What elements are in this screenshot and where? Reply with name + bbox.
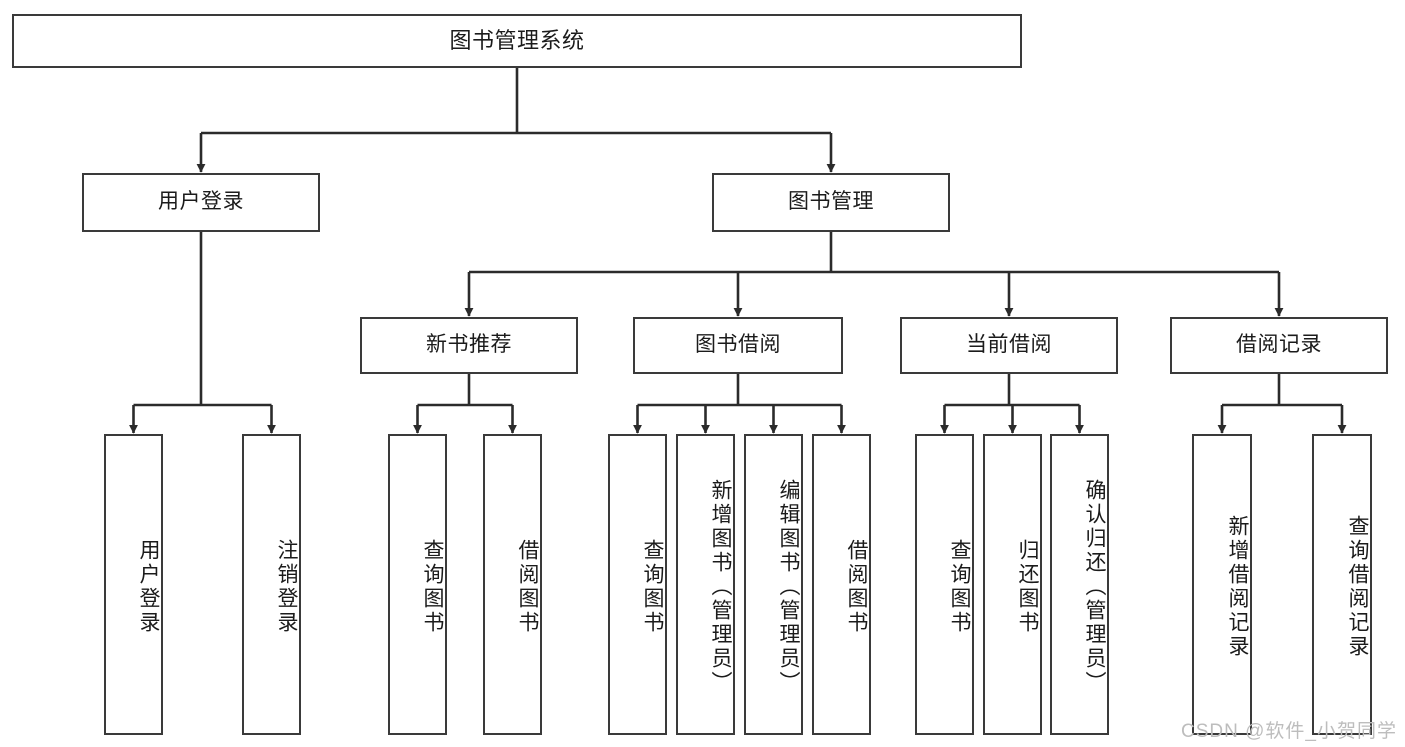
node-label: 图书借阅: [695, 333, 781, 357]
node-l_queryrec[interactable]: 查询借阅记录: [1312, 434, 1372, 735]
node-l_confirm[interactable]: 确认归还（管理员）: [1050, 434, 1109, 735]
node-label: 当前借阅: [966, 333, 1052, 357]
node-label: 用户登录: [137, 538, 160, 635]
node-l_borrow2[interactable]: 借阅图书: [812, 434, 871, 735]
node-label: 新增图书（管理员）: [709, 478, 732, 695]
node-label: 借阅图书: [845, 538, 868, 635]
node-label: 借阅图书: [516, 538, 539, 635]
node-label: 查询借阅记录: [1346, 514, 1369, 659]
node-label: 借阅记录: [1236, 333, 1322, 357]
node-l_logout[interactable]: 注销登录: [242, 434, 301, 735]
node-l_login[interactable]: 用户登录: [104, 434, 163, 735]
node-borrow[interactable]: 图书借阅: [633, 317, 843, 374]
node-label: 新增借阅记录: [1226, 514, 1249, 659]
node-label: 图书管理: [788, 190, 874, 214]
node-root[interactable]: 图书管理系统: [12, 14, 1022, 68]
node-bookmgmt[interactable]: 图书管理: [712, 173, 950, 232]
node-label: 用户登录: [158, 190, 244, 214]
node-label: 编辑图书（管理员）: [777, 478, 800, 695]
node-current[interactable]: 当前借阅: [900, 317, 1118, 374]
node-label: 归还图书: [1016, 538, 1039, 635]
node-l_edit[interactable]: 编辑图书（管理员）: [744, 434, 803, 735]
node-label: 查询图书: [421, 538, 444, 635]
node-label: 查询图书: [641, 538, 664, 635]
node-l_query3[interactable]: 查询图书: [915, 434, 974, 735]
node-label: 新书推荐: [426, 333, 512, 357]
node-label: 确认归还（管理员）: [1083, 478, 1106, 695]
node-l_query2[interactable]: 查询图书: [608, 434, 667, 735]
node-l_addrec[interactable]: 新增借阅记录: [1192, 434, 1252, 735]
node-l_add[interactable]: 新增图书（管理员）: [676, 434, 735, 735]
node-l_return[interactable]: 归还图书: [983, 434, 1042, 735]
node-login[interactable]: 用户登录: [82, 173, 320, 232]
node-label: 查询图书: [948, 538, 971, 635]
node-records[interactable]: 借阅记录: [1170, 317, 1388, 374]
node-l_borrow1[interactable]: 借阅图书: [483, 434, 542, 735]
node-label: 注销登录: [275, 538, 298, 635]
node-newbook[interactable]: 新书推荐: [360, 317, 578, 374]
watermark-text: CSDN @软件_小贺同学: [1181, 721, 1397, 742]
node-l_query1[interactable]: 查询图书: [388, 434, 447, 735]
node-label: 图书管理系统: [449, 28, 585, 54]
